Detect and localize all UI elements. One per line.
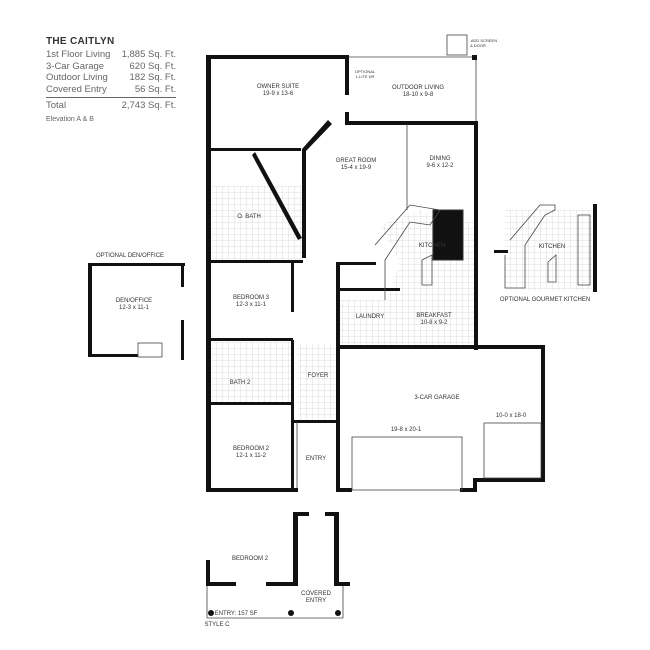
- room-o-bath: O. BATH: [237, 214, 261, 220]
- area-value: 620 Sq. Ft.: [129, 60, 176, 72]
- area-summary: THE CAITLYN 1st Floor Living 1,885 Sq. Ft…: [46, 36, 176, 123]
- style-c-plan: [206, 512, 350, 619]
- room-dim: 15-4 x 19-9: [341, 165, 372, 171]
- area-label: Covered Entry: [46, 83, 107, 95]
- optional-den-office: [88, 263, 185, 360]
- optional-gourmet-kitchen: [494, 204, 597, 292]
- gourmet-kitchen-label: KITCHEN: [539, 244, 565, 250]
- column-icon: [208, 610, 214, 616]
- room-entry: ENTRY: [306, 456, 326, 462]
- main-house-walls: [206, 55, 545, 492]
- room-dim: 12-3 x 11-1: [236, 302, 267, 308]
- elevation-note: Elevation A & B: [46, 115, 94, 123]
- tile-floors: [212, 186, 593, 422]
- room-foyer: FOYER: [308, 373, 329, 379]
- column-icon: [288, 610, 294, 616]
- optional-door-note: 1-LITE DR: [356, 74, 375, 79]
- garage-dim-main: 19-8 x 20-1: [391, 427, 422, 433]
- room-bath-2: BATH 2: [230, 380, 251, 386]
- area-label: 1st Floor Living: [46, 49, 111, 60]
- room-outdoor-living: OUTDOOR LIVING: [392, 85, 444, 91]
- room-kitchen: KITCHEN: [419, 243, 445, 249]
- optional-gourmet-title: OPTIONAL GOURMET KITCHEN: [500, 297, 590, 303]
- covered-entry-label: ENTRY: [306, 598, 326, 604]
- room-dim: 18-10 x 9-8: [403, 92, 434, 98]
- room-dim: 9-6 x 12-2: [426, 163, 454, 169]
- room-dim: 12-1 x 11-2: [236, 453, 267, 459]
- room-dim: 12-3 x 11-1: [119, 305, 150, 311]
- room-dining: DINING: [430, 156, 451, 162]
- room-den-office: DEN/OFFICE: [116, 298, 152, 304]
- screen-door-icon: [446, 34, 468, 56]
- total-label: Total: [46, 100, 67, 111]
- room-laundry: LAUNDRY: [356, 314, 385, 320]
- room-garage: 3-CAR GARAGE: [414, 395, 459, 401]
- style-c-bedroom: BEDROOM 2: [232, 556, 269, 562]
- plan-title: THE CAITLYN: [46, 36, 115, 47]
- area-row: Covered Entry 56 Sq. Ft.: [46, 84, 176, 96]
- room-great-room: GREAT ROOM: [336, 158, 376, 164]
- room-breakfast: BREAKFAST: [416, 313, 452, 319]
- room-owner-suite: OWNER SUITE: [257, 84, 299, 90]
- optional-den-title: OPTIONAL DEN/OFFICE: [96, 253, 164, 259]
- garage-dim-side: 10-0 x 18-0: [496, 413, 527, 419]
- covered-entry-label: COVERED: [301, 591, 331, 597]
- style-label: STYLE C: [204, 622, 230, 628]
- area-row: 1st Floor Living 1,885 Sq. Ft.: [46, 49, 176, 61]
- room-dim: 19-9 x 13-6: [263, 91, 294, 97]
- column-icon: [335, 610, 341, 616]
- add-screen-note: ADD SCREEN: [471, 38, 497, 43]
- area-value: 56 Sq. Ft.: [134, 83, 176, 95]
- area-label: Outdoor Living: [46, 72, 108, 83]
- room-dim: 10-8 x 9-2: [420, 320, 448, 326]
- optional-door-note: OPTIONAL: [355, 69, 376, 74]
- divider: [46, 97, 176, 98]
- area-value: 1,885 Sq. Ft.: [121, 49, 176, 60]
- room-bedroom-3: BEDROOM 3: [233, 295, 270, 301]
- area-value: 182 Sq. Ft.: [129, 72, 176, 83]
- room-bedroom-2: BEDROOM 2: [233, 446, 270, 452]
- entry-sf-note: ENTRY: 157 SF: [215, 611, 258, 617]
- total-value: 2,743 Sq. Ft.: [121, 100, 176, 111]
- area-label: 3-Car Garage: [46, 60, 105, 72]
- total-row: Total 2,743 Sq. Ft.: [46, 100, 176, 112]
- area-row: Outdoor Living 182 Sq. Ft.: [46, 72, 176, 84]
- area-row: 3-Car Garage 620 Sq. Ft.: [46, 61, 176, 73]
- add-screen-note: & DOOR: [470, 43, 486, 48]
